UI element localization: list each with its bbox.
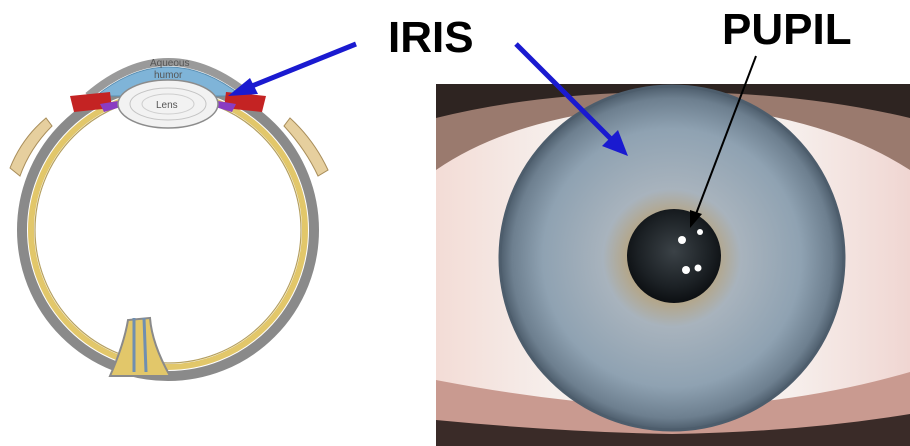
- aqueous-label-line2: humor: [154, 70, 183, 81]
- eye-photo: [436, 84, 910, 446]
- pupil-label: PUPIL: [722, 8, 852, 52]
- pupil-reflection: [678, 236, 686, 244]
- pupil: [627, 209, 721, 303]
- aqueous-label-line1: Aqueous: [150, 58, 189, 69]
- lens-label: Lens: [156, 100, 178, 111]
- iris-label: IRIS: [388, 16, 474, 60]
- inner-wall-line: [35, 97, 301, 363]
- iris-arrow-diagram: [228, 44, 356, 96]
- eye-cross-section-diagram: Aqueous humor Lens: [10, 58, 328, 376]
